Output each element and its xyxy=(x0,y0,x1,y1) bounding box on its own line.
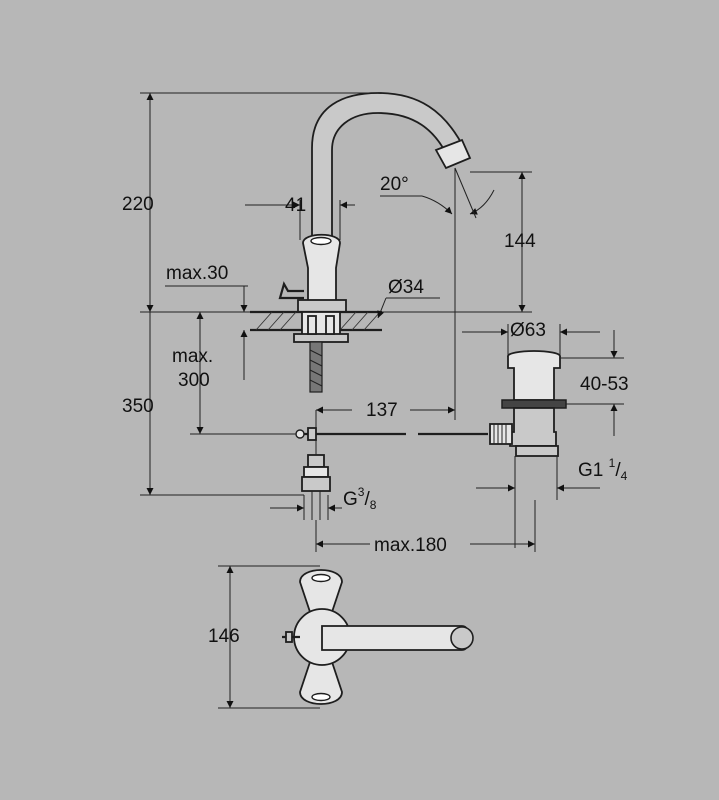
faucet-base xyxy=(297,299,347,313)
handle-body xyxy=(302,233,341,307)
label-g1-14: G1 1/4 xyxy=(578,456,628,483)
label-350: 350 xyxy=(122,396,154,417)
supply-hose xyxy=(301,341,331,520)
label-d34: Ø34 xyxy=(388,277,424,298)
handle-cap xyxy=(310,236,332,246)
dimension-lines xyxy=(140,92,624,709)
label-300: 300 xyxy=(178,370,210,391)
label-137: 137 xyxy=(366,400,398,421)
faucet-plan-view xyxy=(282,569,474,705)
waste-assembly xyxy=(489,350,567,457)
label-146: 146 xyxy=(208,626,240,647)
label-max180: max.180 xyxy=(374,535,447,556)
label-20deg: 20° xyxy=(380,174,409,195)
label-d63: Ø63 xyxy=(510,320,546,341)
dimension-labels: 220 41 20° 144 max.30 Ø34 Ø63 40-53 max.… xyxy=(122,174,629,647)
deck-section xyxy=(250,310,382,343)
label-max: max. xyxy=(172,346,213,367)
label-144: 144 xyxy=(504,231,536,252)
spout-outlet xyxy=(434,138,472,170)
pull-rod xyxy=(295,427,488,441)
label-g38: G3/8 xyxy=(343,485,377,512)
label-220: 220 xyxy=(122,194,154,215)
label-max30: max.30 xyxy=(166,263,228,284)
label-40-53: 40-53 xyxy=(580,374,629,395)
faucet-elevation xyxy=(278,92,472,313)
label-41: 41 xyxy=(285,195,306,216)
pop-up-lever xyxy=(278,281,304,300)
